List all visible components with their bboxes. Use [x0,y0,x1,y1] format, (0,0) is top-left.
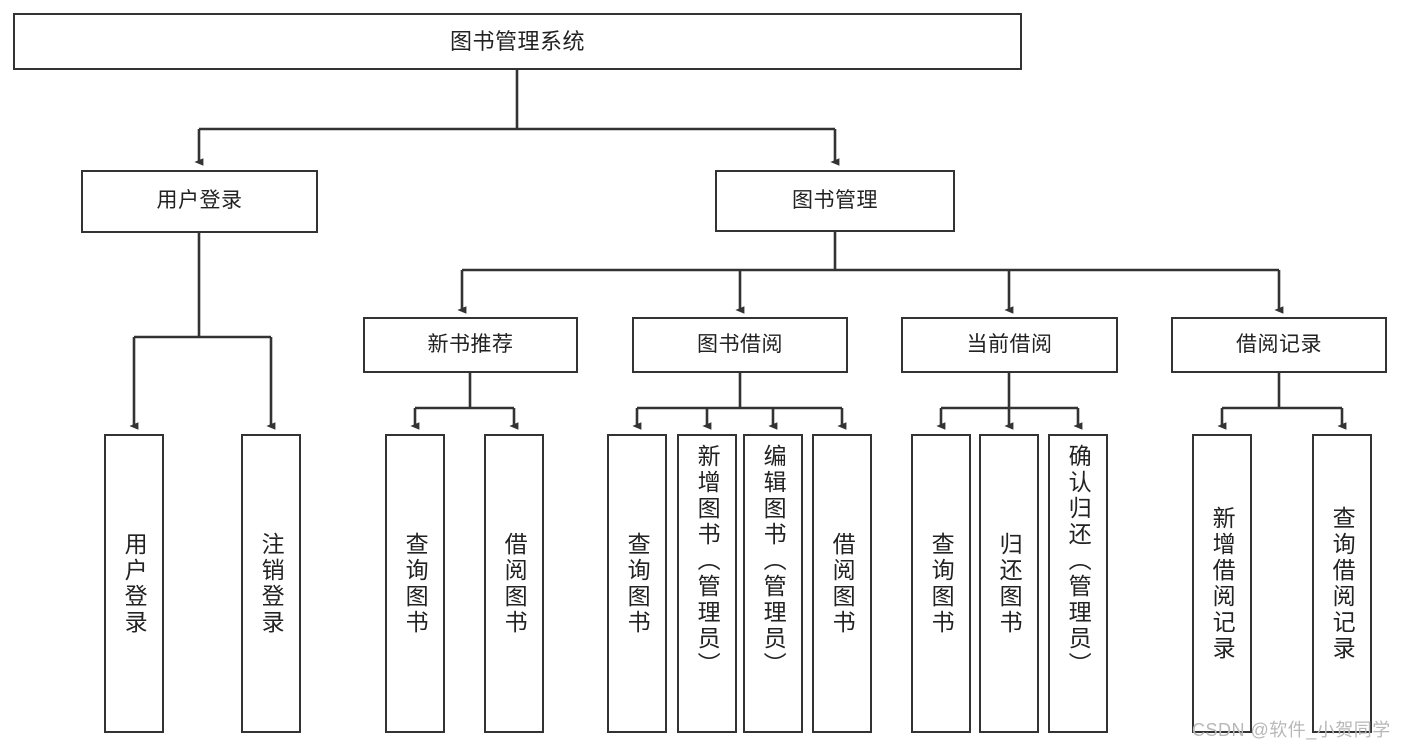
node-label: 借阅图书 [829,531,856,636]
node-label: 图书管理系统 [449,28,585,54]
leaf-record-add-borrow-record[interactable]: 新增借阅记录 [1192,434,1252,733]
node-label: 查询图书 [402,531,429,636]
node-current-borrow[interactable]: 当前借阅 [901,317,1118,373]
node-label: 编辑图书（管理员） [760,444,787,678]
leaf-current-confirm-return-admin[interactable]: 确认归还（管理员） [1048,434,1108,733]
leaf-current-return-book[interactable]: 归还图书 [979,434,1039,733]
csdn-watermark: CSDN @软件_小贺同学 [1192,720,1391,740]
leaf-recommend-query-book[interactable]: 查询图书 [385,434,445,733]
node-label: 借阅记录 [1236,332,1322,356]
node-label: 查询借阅记录 [1329,505,1356,662]
node-label: 借阅图书 [501,531,528,636]
node-book-management[interactable]: 图书管理 [715,170,955,232]
node-label: 用户登录 [121,531,148,636]
node-label: 新书推荐 [427,332,514,356]
leaf-borrow-add-book-admin[interactable]: 新增图书（管理员） [677,434,737,733]
node-label: 注销登录 [258,531,285,636]
node-label: 查询图书 [928,531,955,636]
node-label: 新增图书（管理员） [694,444,721,678]
leaf-current-query-book[interactable]: 查询图书 [911,434,971,733]
node-label: 查询图书 [624,531,651,636]
leaf-borrow-query-book[interactable]: 查询图书 [607,434,667,733]
leaf-recommend-borrow-book[interactable]: 借阅图书 [484,434,544,733]
node-borrow-record[interactable]: 借阅记录 [1171,317,1387,373]
node-label: 当前借阅 [966,332,1053,356]
node-new-book-recommend[interactable]: 新书推荐 [363,317,578,373]
node-label: 图书管理 [792,188,878,212]
node-label: 图书借阅 [697,332,783,356]
node-label: 确认归还（管理员） [1065,444,1092,678]
leaf-borrow-edit-book-admin[interactable]: 编辑图书（管理员） [743,434,803,733]
node-root-system[interactable]: 图书管理系统 [13,13,1022,70]
leaf-user-login[interactable]: 用户登录 [104,434,164,733]
node-label: 归还图书 [996,531,1023,636]
node-label: 用户登录 [156,189,243,213]
node-label: 新增借阅记录 [1209,505,1236,662]
leaf-borrow-borrow-book[interactable]: 借阅图书 [812,434,872,733]
leaf-record-query-borrow-record[interactable]: 查询借阅记录 [1312,434,1372,733]
node-user-login[interactable]: 用户登录 [81,170,318,233]
node-book-borrow[interactable]: 图书借阅 [632,317,848,373]
leaf-user-logout[interactable]: 注销登录 [241,434,301,733]
